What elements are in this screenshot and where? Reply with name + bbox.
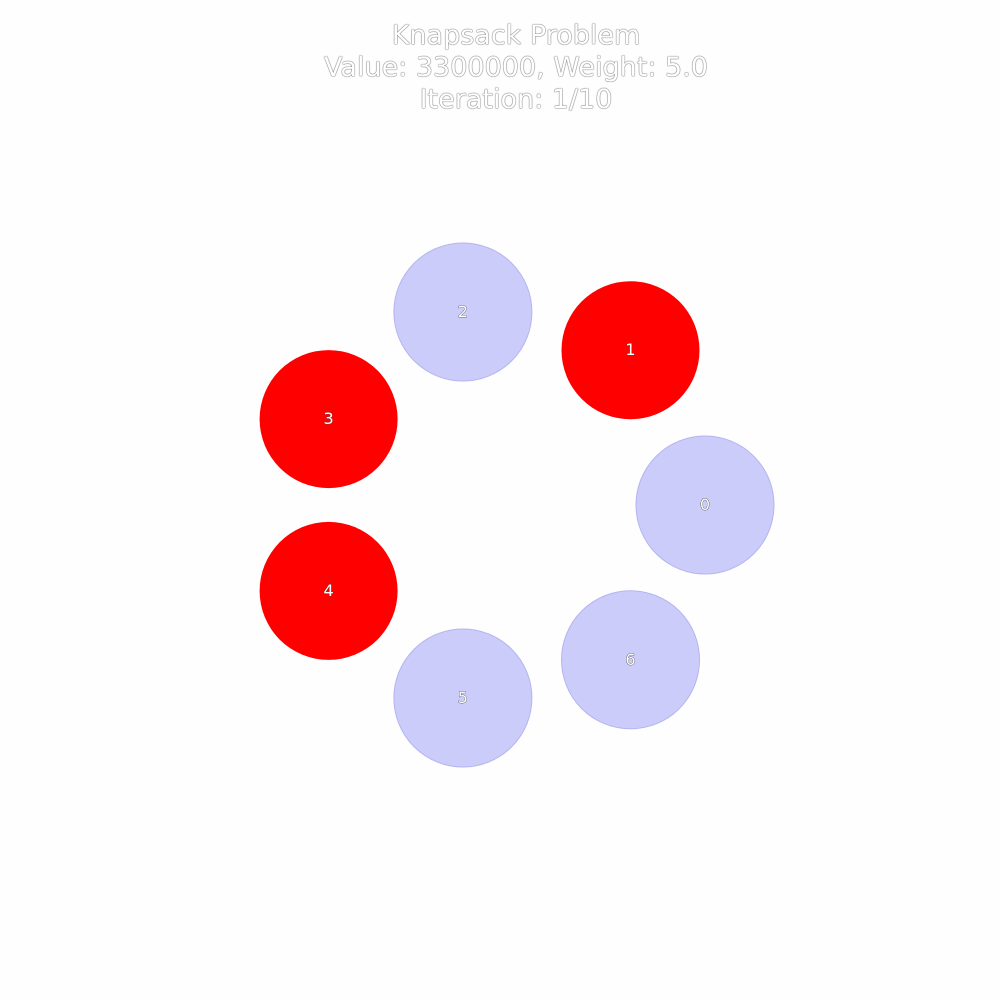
item-node-4: 4	[259, 521, 398, 660]
item-node-circle	[259, 350, 398, 489]
item-node-label: 4	[324, 581, 334, 600]
title-line-iteration: Iteration: 1/10	[419, 84, 613, 115]
title-line-value-weight: Value: 3300000, Weight: 5.0	[324, 52, 708, 83]
title-line-problem: Knapsack Problem	[391, 20, 641, 51]
item-node-circle	[393, 242, 533, 382]
item-node-label: 1	[625, 340, 635, 359]
item-node-circle	[393, 628, 533, 768]
figure-title: Knapsack Problem Value: 3300000, Weight:…	[0, 20, 1000, 116]
item-node-circle	[561, 590, 700, 730]
item-node-5: 5	[393, 628, 533, 768]
item-node-circle	[635, 435, 775, 575]
item-node-label: 2	[458, 302, 468, 321]
item-node-0: 0	[635, 435, 775, 575]
item-node-label: 3	[324, 409, 334, 428]
item-node-label: 5	[458, 688, 468, 707]
item-node-circle	[561, 281, 700, 420]
item-node-label: 0	[700, 495, 710, 514]
item-node-circle	[259, 521, 398, 660]
item-node-label: 6	[625, 650, 635, 669]
item-node-2: 2	[393, 242, 533, 382]
item-node-3: 3	[259, 350, 398, 489]
item-node-1: 1	[561, 281, 700, 420]
item-node-6: 6	[561, 590, 700, 730]
